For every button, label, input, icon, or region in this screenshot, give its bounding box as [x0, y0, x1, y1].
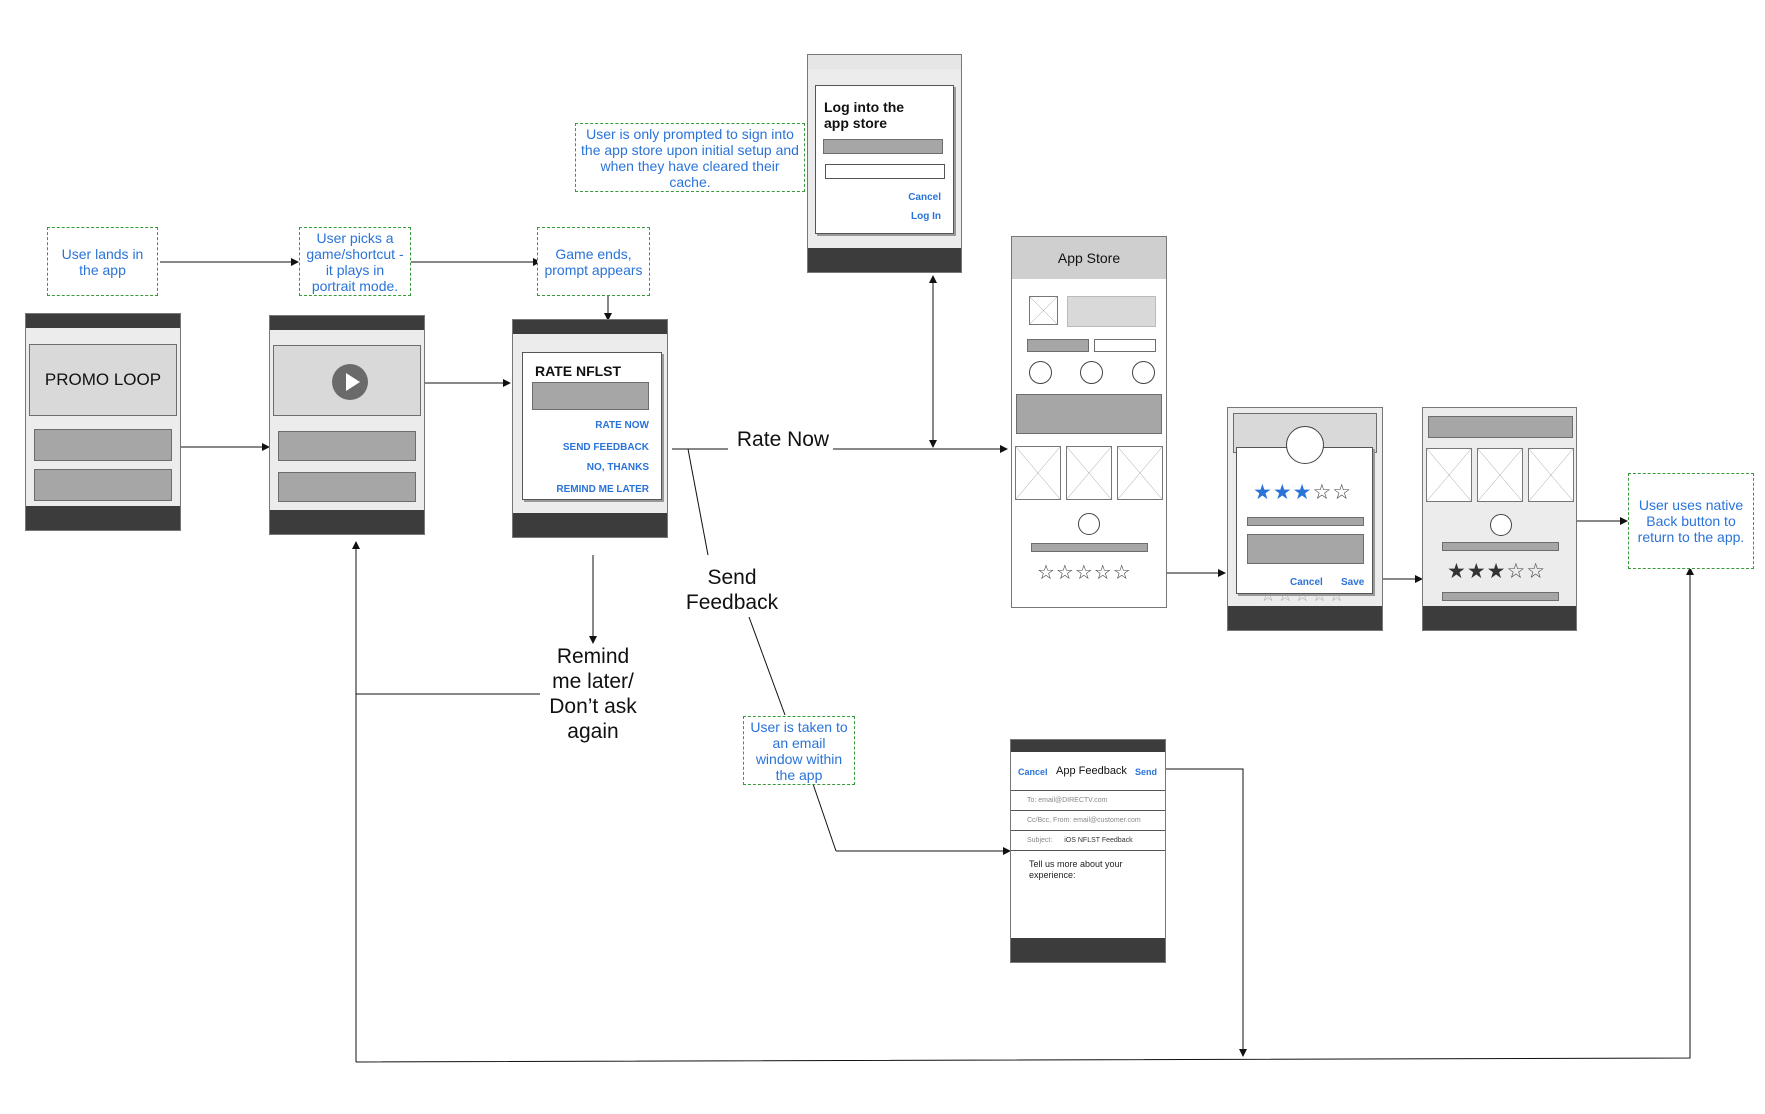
login-button[interactable]: Log In — [911, 211, 941, 222]
content-block — [34, 429, 172, 461]
password-field[interactable] — [825, 164, 945, 179]
content-block — [278, 472, 416, 502]
image-placeholder-icon — [1029, 296, 1058, 325]
line-send-to-bottom — [1152, 768, 1244, 1055]
tab-bar — [1423, 606, 1576, 630]
tab-bar — [808, 248, 961, 272]
rate-now-option[interactable]: RATE NOW — [595, 420, 649, 431]
email-cc-field[interactable]: Cc/Bcc, From: email@customer.com — [1011, 811, 1165, 831]
rating-dialog: ★★★☆☆ Cancel Save — [1236, 447, 1373, 594]
info-block — [1027, 339, 1089, 352]
get-button-block[interactable] — [1016, 394, 1162, 434]
screen-promo: PROMO LOOP — [25, 313, 181, 531]
tab-bar — [513, 513, 667, 537]
rating-save-button[interactable]: Save — [1341, 577, 1365, 588]
rate-prompt-title: RATE NFLST — [535, 363, 622, 379]
app-store-title: App Store — [1057, 250, 1121, 266]
review-text-block[interactable] — [1247, 534, 1364, 564]
image-placeholder-icon — [1117, 446, 1163, 500]
promo-loop-panel: PROMO LOOP — [29, 344, 177, 416]
image-placeholder-icon — [1477, 448, 1523, 502]
tab-bar — [1228, 606, 1382, 630]
login-dialog: Log into the app store Cancel Log In — [815, 85, 954, 234]
info-block — [1094, 339, 1156, 352]
status-bar — [513, 320, 667, 334]
text-line-block — [1247, 517, 1364, 526]
no-thanks-option[interactable]: NO, THANKS — [586, 462, 649, 473]
rating-stars[interactable]: ☆☆☆☆☆ — [1037, 560, 1132, 584]
username-field[interactable] — [823, 139, 943, 154]
line-send-feedback-a — [687, 448, 709, 556]
email-to-field[interactable]: To: email@DIRECTV.com — [1011, 790, 1165, 811]
image-placeholder-icon — [1426, 448, 1472, 502]
tab-bar — [26, 506, 180, 530]
circle-placeholder — [1029, 361, 1052, 384]
content-block — [34, 469, 172, 501]
screen-rated: ★★★☆☆ — [1422, 407, 1577, 631]
screen-login: Log into the app store Cancel Log In — [807, 54, 962, 273]
email-body-field[interactable]: Tell us more about your experience: — [1029, 859, 1123, 880]
login-cancel-button[interactable]: Cancel — [908, 192, 941, 203]
rate-prompt-dialog: RATE NFLST RATE NOW SEND FEEDBACK NO, TH… — [522, 352, 662, 500]
label-remind-later: Remind me later/ Don’t ask again — [549, 645, 637, 743]
screen-feedback-email: Cancel App Feedback Send To: email@DIREC… — [1010, 739, 1166, 963]
app-store-header: App Store — [1012, 237, 1166, 279]
send-feedback-option[interactable]: SEND FEEDBACK — [562, 442, 649, 453]
circle-placeholder — [1080, 361, 1103, 384]
circle-placeholder — [1078, 513, 1100, 535]
text-line-block — [1031, 543, 1148, 552]
content-block — [278, 431, 416, 461]
status-bar — [26, 314, 180, 328]
circle-placeholder — [1132, 361, 1155, 384]
email-header: Cancel App Feedback Send — [1011, 752, 1165, 791]
screen-app-store: App Store ☆☆☆☆☆ — [1011, 236, 1167, 608]
status-bar — [270, 316, 424, 330]
note-game-ends: Game ends, prompt appears — [537, 227, 650, 296]
line-bottom-loop — [355, 570, 1691, 1063]
circle-placeholder — [1490, 514, 1512, 536]
screen-player — [269, 315, 425, 535]
tab-bar — [270, 510, 424, 534]
label-send-feedback: Send Feedback — [685, 566, 779, 614]
screen-rating-dialog: ☆☆☆☆☆ ★★★☆☆ Cancel Save — [1227, 407, 1383, 631]
play-icon[interactable] — [332, 364, 368, 400]
email-subject-field[interactable]: Subject: iOS NFLST Feedback — [1011, 831, 1165, 851]
note-native-back: User uses native Back button to return t… — [1628, 473, 1754, 569]
label-rate-now: Rate Now — [736, 428, 830, 451]
screen-rate-prompt: RATE NFLST RATE NOW SEND FEEDBACK NO, TH… — [512, 319, 668, 538]
line-send-feedback-c — [811, 780, 837, 852]
email-title: App Feedback — [1056, 765, 1127, 777]
text-line-block — [1442, 542, 1559, 551]
remind-me-later-option[interactable]: REMIND ME LATER — [556, 484, 649, 495]
text-line-block — [1442, 592, 1559, 601]
rating-stars-dialog[interactable]: ★★★☆☆ — [1253, 480, 1353, 504]
note-email-window: User is taken to an email window within … — [743, 716, 855, 785]
image-placeholder-icon — [1066, 446, 1112, 500]
line-send-feedback-b — [748, 616, 786, 716]
login-title: Log into the app store — [824, 99, 905, 131]
rating-stars-rated: ★★★☆☆ — [1447, 559, 1547, 583]
tab-bar — [1011, 938, 1165, 962]
image-placeholder-icon — [1015, 446, 1061, 500]
header-block — [1428, 416, 1573, 438]
promo-loop-label: PROMO LOOP — [44, 370, 162, 389]
rating-cancel-button[interactable]: Cancel — [1290, 577, 1323, 588]
app-title-block — [1067, 296, 1156, 327]
video-player[interactable] — [273, 345, 421, 416]
note-sign-in: User is only prompted to sign into the a… — [575, 123, 805, 192]
status-bar — [1011, 740, 1165, 752]
avatar — [1286, 426, 1324, 464]
note-user-lands: User lands in the app — [47, 227, 158, 296]
email-send-button[interactable]: Send — [1135, 767, 1158, 777]
email-cancel-button[interactable]: Cancel — [1018, 767, 1048, 777]
status-bar — [808, 55, 961, 69]
image-placeholder-icon — [1528, 448, 1574, 502]
note-user-picks: User picks a game/shortcut - it plays in… — [299, 227, 411, 296]
rate-prompt-image — [532, 382, 649, 410]
